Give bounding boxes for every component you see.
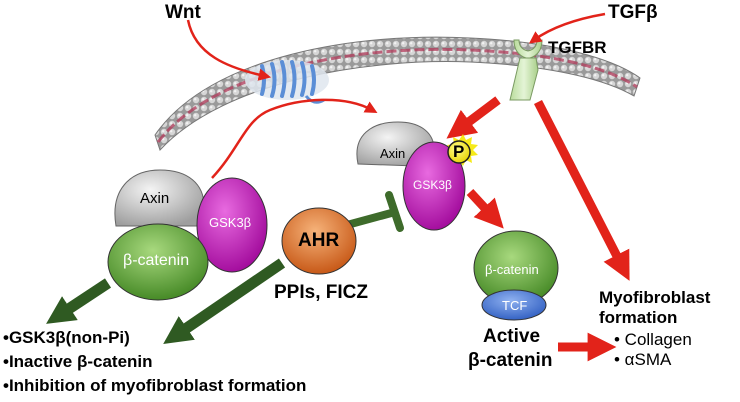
frizzled-to-left-complex-line bbox=[211, 98, 378, 179]
outcome-item: •Inhibition of myofibroblast formation bbox=[3, 376, 307, 395]
axin-left-label: Axin bbox=[140, 190, 170, 207]
myofibroblast-marker-list: • Collagen • αSMA bbox=[614, 330, 692, 370]
left-complex-to-outcome-arrow bbox=[46, 278, 112, 324]
myofibroblast-title-line1: Myofibroblast bbox=[599, 288, 711, 307]
frizzled-receptor bbox=[245, 60, 329, 104]
tcf-shape bbox=[481, 289, 547, 321]
tgfbr-label: TGFBR bbox=[548, 38, 607, 57]
axin-top-label: Axin bbox=[380, 146, 406, 161]
gsk3b-left-label: GSK3β bbox=[209, 215, 252, 230]
outcome-item: •Inactive β-catenin bbox=[3, 352, 153, 371]
phospho-badge bbox=[447, 134, 478, 166]
gsk3b-left-shape bbox=[196, 177, 268, 273]
gsk3b-top-shape bbox=[402, 141, 466, 231]
bcatenin-left-label: β-catenin bbox=[123, 252, 190, 269]
marker-item: • Collagen bbox=[614, 330, 692, 349]
tgfbr-to-gsk3b-arrow bbox=[446, 96, 501, 139]
outcome-list: •GSK3β(non-Pi) •Inactive β-catenin •Inhi… bbox=[3, 326, 306, 398]
ahr-ligands-label: PPIs, FICZ bbox=[274, 282, 368, 303]
ahr-label: AHR bbox=[298, 230, 340, 251]
tgfbr-receptor bbox=[509, 39, 543, 101]
gsk3b-to-bcatenin-arrow bbox=[466, 188, 504, 229]
active-label-line2: β-catenin bbox=[468, 350, 553, 371]
tcf-label: TCF bbox=[502, 298, 528, 313]
wnt-arrow bbox=[186, 19, 272, 81]
myofibroblast-title-line2: formation bbox=[599, 308, 678, 327]
bcatenin-right-label: β-catenin bbox=[485, 262, 539, 277]
marker-item: • αSMA bbox=[614, 350, 672, 369]
active-label-line1: Active bbox=[483, 326, 541, 347]
tgfb-label: TGFβ bbox=[608, 2, 658, 23]
gsk3b-top-label: GSK3β bbox=[413, 178, 452, 192]
tgfbr-to-myofibroblast-arrow bbox=[533, 99, 630, 281]
ahr-shape bbox=[281, 207, 357, 275]
tgfb-arrow bbox=[528, 12, 606, 44]
bcatenin-left-shape bbox=[107, 223, 209, 301]
wnt-label: Wnt bbox=[165, 2, 201, 23]
phospho-label: P bbox=[453, 142, 465, 161]
membrane-inner-leaflet bbox=[156, 47, 638, 143]
ahr-to-outcome-arrow bbox=[163, 258, 286, 345]
outcome-item: •GSK3β(non-Pi) bbox=[3, 328, 130, 347]
